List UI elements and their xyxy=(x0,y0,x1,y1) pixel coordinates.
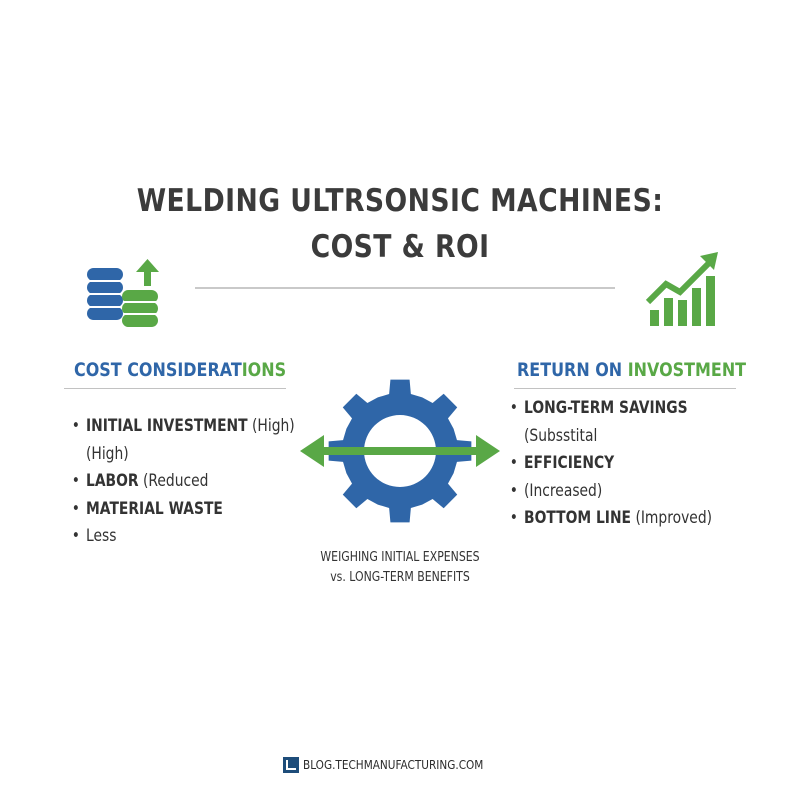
list-item-detail: (Improved) xyxy=(631,508,713,527)
list-item: (Increased) xyxy=(524,477,712,505)
return-on-investment-list: LONG-TERM SAVINGS (SubsstitalEFFICIENCY (I… xyxy=(524,394,748,532)
title-divider xyxy=(195,287,615,289)
roi-heading-underline xyxy=(514,388,736,389)
page-title: WELDING ULTRSONSIC MACHINES: COST & ROI xyxy=(56,178,744,270)
heading-part-blue: RETURN ON xyxy=(517,359,623,381)
list-item-label: MATERIAL WASTE xyxy=(86,498,223,518)
list-item-detail: (Increased) xyxy=(524,480,603,500)
list-item-label: EFFICIENCY xyxy=(524,453,615,472)
gear-double-arrow-icon xyxy=(300,379,500,523)
list-item-detail: (High) xyxy=(86,443,129,463)
site-logo-icon xyxy=(282,756,299,773)
heading-part-green: IONS xyxy=(241,359,287,381)
gear-shape xyxy=(328,379,472,523)
return-on-investment-heading: RETURN ON INVOSTMENT xyxy=(517,359,746,381)
list-item: LONG-TERM SAVINGS xyxy=(524,394,712,422)
list-item-label: INITIAL INVESTMENT xyxy=(86,416,248,435)
list-item-detail: (High) xyxy=(247,416,295,435)
list-item-detail: Less xyxy=(86,526,117,545)
caption-line-2: vs. LONG-TERM BENEFITS xyxy=(330,570,470,585)
footer-url[interactable]: BLOG.TECHMANUFACTURING.COM xyxy=(302,757,484,772)
list-item: INITIAL INVESTMENT (High) xyxy=(86,412,295,440)
cost-considerations-list: INITIAL INVESTMENT (High)(High)LABOR (Re… xyxy=(86,412,334,550)
list-item: (High) xyxy=(86,440,295,468)
list-item: Less xyxy=(86,522,295,550)
list-item: EFFICIENCY xyxy=(524,449,712,477)
caption-line-1: WEIGHING INITIAL EXPENSES xyxy=(320,550,480,565)
heading-part-green: INVOSTMENT xyxy=(622,359,747,381)
cost-considerations-heading: COST CONSIDERATIONS xyxy=(74,359,286,381)
title-line-1: WELDING ULTRSONSIC MACHINES: xyxy=(136,183,664,219)
list-item-label: LABOR xyxy=(86,471,139,490)
list-item: BOTTOM LINE (Improved) xyxy=(524,504,712,532)
title-line-2: COST & ROI xyxy=(310,229,490,265)
coin-stacks-up-arrow-icon xyxy=(87,259,159,327)
list-item: (Subsstital xyxy=(524,422,712,450)
bar-chart-growth-icon xyxy=(645,252,718,326)
list-item-detail: (Reduced xyxy=(138,471,209,490)
cost-heading-underline xyxy=(64,388,286,389)
list-item-detail: (Subsstital xyxy=(524,425,598,445)
center-caption: WEIGHING INITIAL EXPENSES vs. LONG-TERM … xyxy=(274,548,526,588)
list-item-label: BOTTOM LINE xyxy=(524,508,632,527)
list-item: MATERIAL WASTE xyxy=(86,495,295,523)
footer: BLOG.TECHMANUFACTURING.COM xyxy=(0,754,800,773)
heading-part-blue: COST CONSIDERAT xyxy=(74,359,242,381)
list-item-label: LONG-TERM SAVINGS xyxy=(524,398,688,417)
list-item: LABOR (Reduced xyxy=(86,467,295,495)
